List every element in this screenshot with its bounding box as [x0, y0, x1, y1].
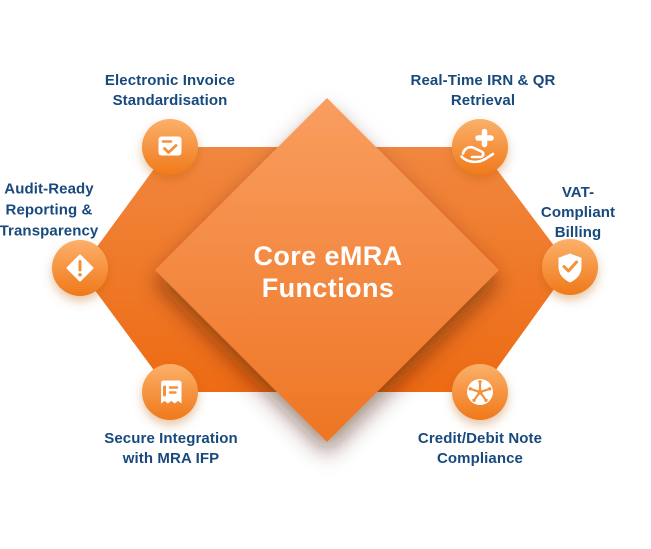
label-realtime-irn-qr: Real-Time IRN & QR Retrieval	[410, 72, 556, 109]
alert-diamond-icon	[66, 254, 94, 282]
node-circle-realtime-irn-qr	[452, 119, 508, 175]
label-credit-debit-note: Credit/Debit Note Compliance	[417, 430, 543, 467]
label-vat-billing: VAT-Compliant Billing	[540, 184, 616, 241]
center-diamond	[155, 98, 499, 442]
card-check-icon	[158, 136, 182, 156]
label-electronic-invoice: Electronic Invoice Standardisation	[104, 72, 236, 109]
hub-wheel-icon	[467, 379, 493, 405]
diagram-title: Core eMRA Functions	[253, 241, 403, 303]
shield-check-icon	[558, 253, 582, 283]
hand-plus-icon	[460, 128, 495, 164]
label-audit-ready: Audit-Ready Reporting & Transparency	[0, 180, 99, 240]
receipt-icon	[161, 380, 182, 404]
label-secure-integration: Secure Integration with MRA IFP	[104, 430, 238, 467]
